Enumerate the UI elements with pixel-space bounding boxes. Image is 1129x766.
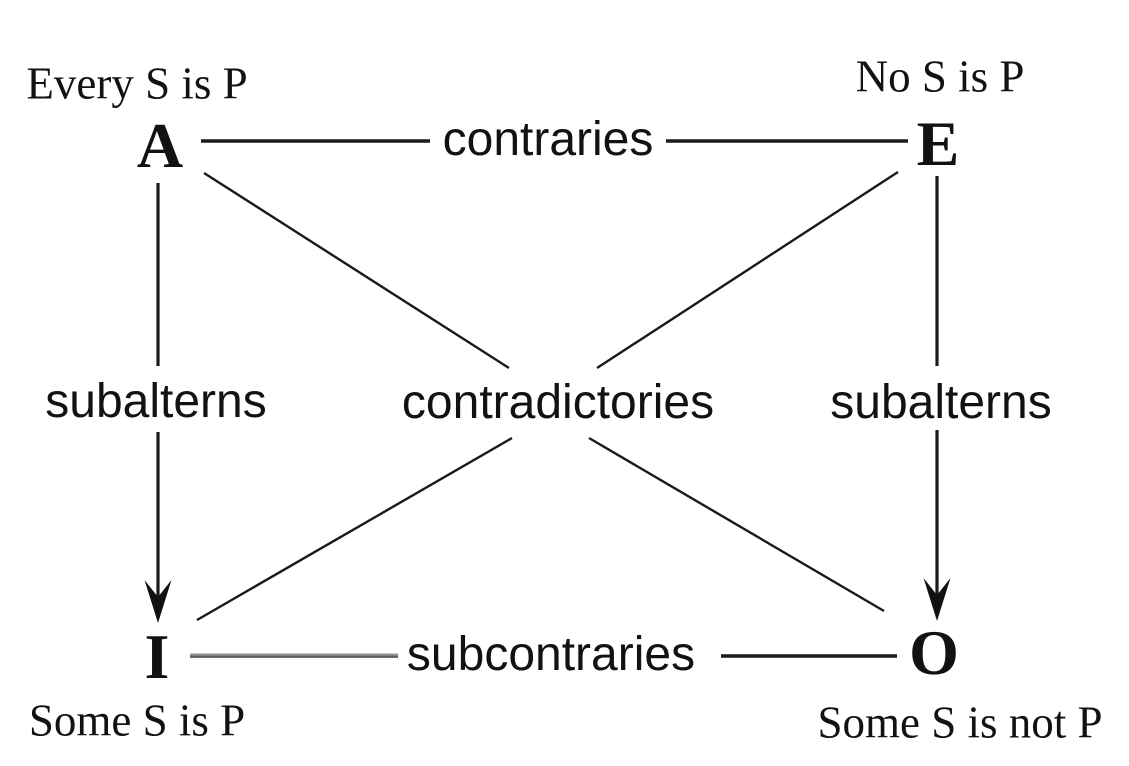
node-letter-e: E: [916, 108, 960, 179]
proposition-o: Some S is not P: [817, 697, 1103, 748]
contradictories-diagonal-e-to-center: [596, 170, 899, 370]
node-letter-a: A: [136, 110, 184, 181]
node-letter-i: I: [144, 621, 170, 692]
contradictories-diagonal-a-to-center: [203, 171, 510, 370]
relation-label-contraries: contraries: [442, 113, 654, 166]
contradictories-diagonal-center-to-o: [588, 436, 885, 613]
relation-label-contradictories: contradictories: [401, 376, 715, 429]
proposition-e: No S is P: [855, 51, 1025, 102]
contradictories-diagonal-center-to-i: [196, 436, 513, 622]
subcontraries-line-left-gray: [190, 653, 398, 658]
proposition-a: Every S is P: [26, 58, 248, 109]
relation-label-subcontraries: subcontraries: [406, 628, 696, 681]
subalterns-right-arrowhead: [923, 578, 951, 621]
proposition-i: Some S is P: [28, 695, 246, 746]
relation-label-subalterns-right: subalterns: [830, 376, 1052, 429]
node-letter-o: O: [909, 617, 959, 688]
subalterns-left-arrowhead: [144, 580, 172, 623]
relation-label-subalterns-left: subalterns: [45, 375, 267, 428]
